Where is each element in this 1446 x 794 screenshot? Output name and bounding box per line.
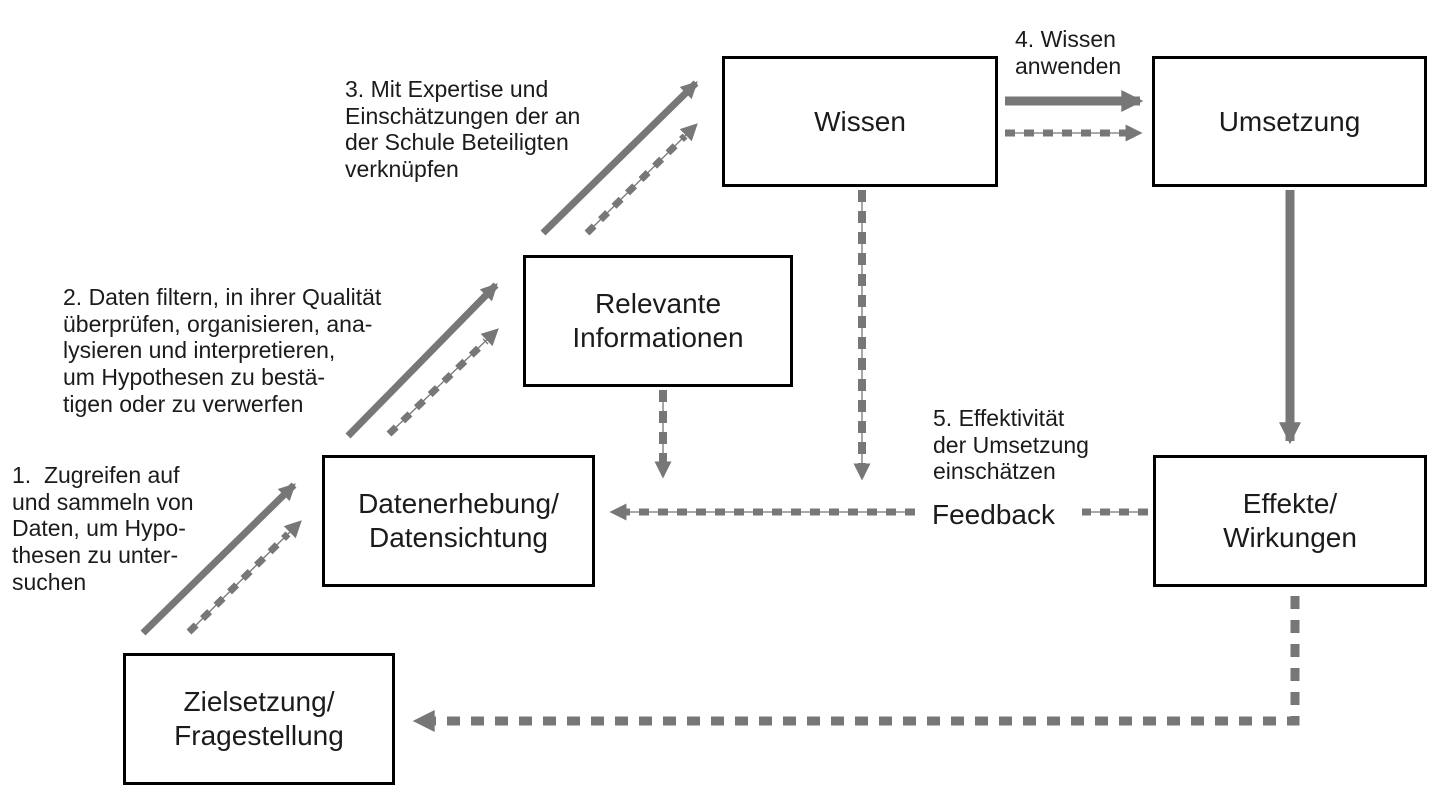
box-relevante-informationen-label: Relevante Informationen (572, 288, 744, 353)
arrow-step2-dashed (386, 328, 499, 437)
box-effekte-wirkungen-label: Effekte/ Wirkungen (1223, 488, 1357, 553)
arrow-step1-solid (140, 482, 297, 636)
arrow-step3-solid (540, 80, 699, 236)
box-zielsetzung: Zielsetzung/ Fragestellung (123, 653, 395, 785)
box-datenerhebung-label: Datenerhebung/ Datensichtung (358, 488, 559, 553)
arrow-step3-dashed (584, 123, 698, 236)
box-wissen: Wissen (722, 56, 998, 187)
box-umsetzung: Umsetzung (1152, 56, 1427, 187)
arrow-effekte-zielsetzung-dashed (412, 596, 1300, 732)
box-effekte-wirkungen: Effekte/ Wirkungen (1153, 455, 1427, 587)
box-relevante-informationen: Relevante Informationen (523, 255, 793, 387)
feedback-label: Feedback (932, 499, 1055, 530)
note-step5: 5. Effektivität der Umsetzung einschätze… (933, 405, 1089, 485)
box-umsetzung-label: Umsetzung (1218, 105, 1361, 137)
note-step1: 1. Zugreifen auf und sammeln von Daten, … (12, 462, 194, 595)
note-step4: 4. Wissen anwenden (1015, 26, 1122, 79)
note-step3: 3. Mit Expertise und Einschätzungen der … (345, 76, 581, 183)
note-step2: 2. Daten filtern, in ihrer Qualität über… (63, 284, 382, 417)
box-wissen-label: Wissen (814, 105, 906, 137)
box-datenerhebung: Datenerhebung/ Datensichtung (322, 455, 595, 587)
box-zielsetzung-label: Zielsetzung/ Fragestellung (174, 686, 344, 751)
arrow-step1-dashed (186, 520, 302, 635)
arrow-step2-solid (345, 282, 499, 439)
